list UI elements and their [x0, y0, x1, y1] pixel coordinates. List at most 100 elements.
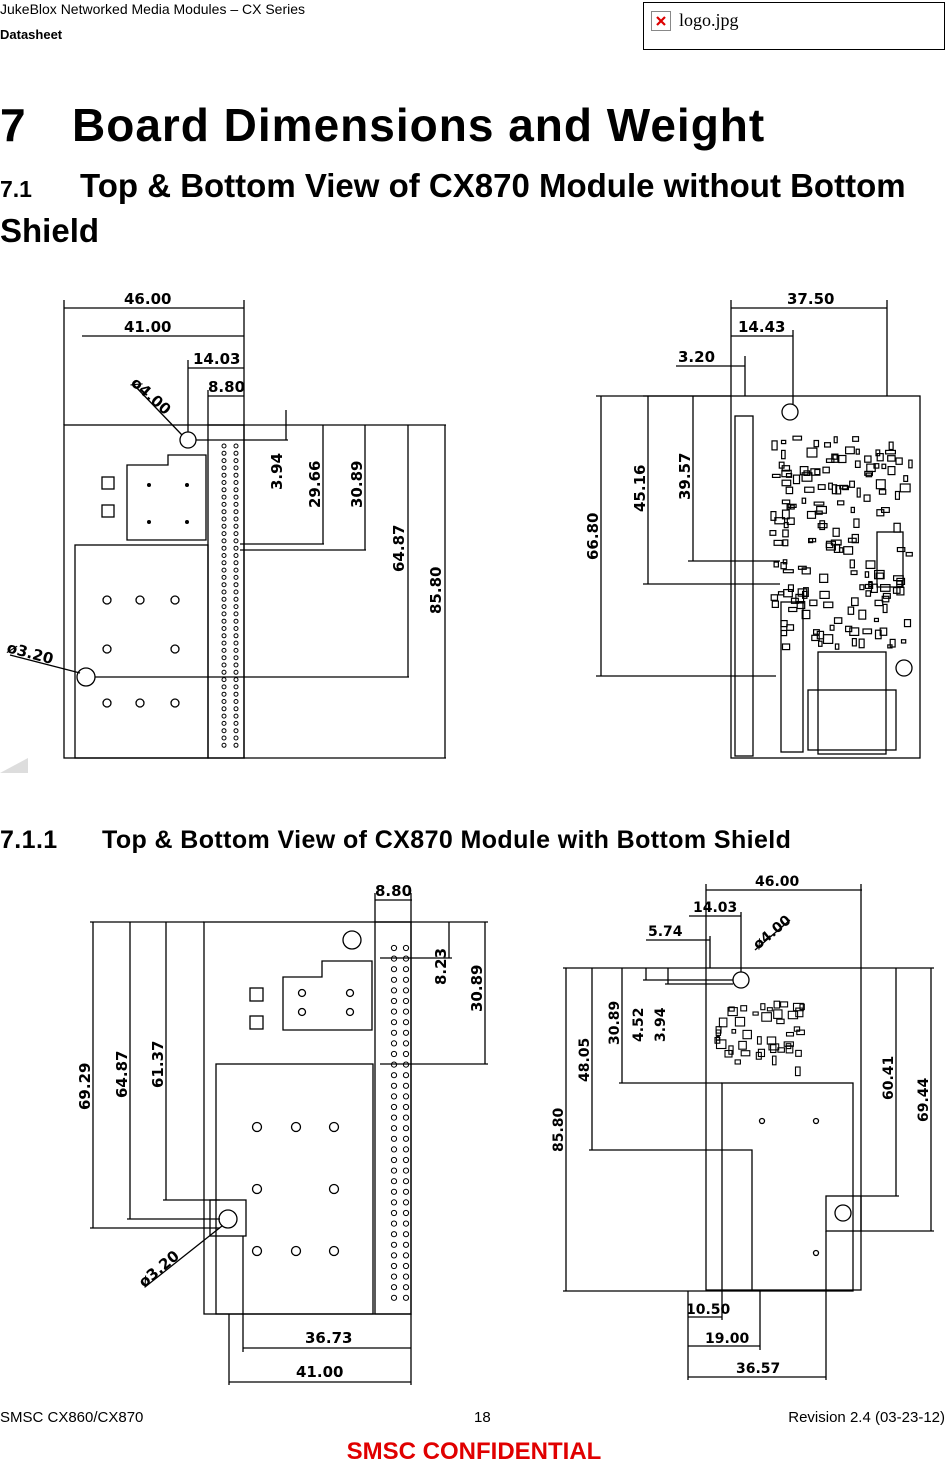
header-pin: [390, 1199, 398, 1206]
dim-30-89: 30.89: [348, 461, 366, 508]
header-pin: [233, 589, 239, 595]
logo-alt-text: logo.jpg: [679, 10, 739, 30]
smd-component: [903, 618, 912, 628]
smd-component: [771, 473, 781, 478]
smd-component: [859, 584, 865, 591]
header-pin: [402, 987, 410, 994]
dim2-69-29: 69.29: [76, 1063, 94, 1110]
header-pin: [221, 611, 227, 617]
header-pin: [233, 443, 239, 449]
smd-component: [742, 1029, 752, 1040]
smd-component: [777, 591, 785, 596]
header-pin: [233, 494, 239, 500]
dim2-8-80: 8.80: [375, 882, 412, 900]
smd-component: [810, 468, 821, 476]
header-pin: [402, 1294, 410, 1301]
smd-component: [802, 587, 809, 598]
smd-component: [782, 529, 789, 538]
smd-component: [823, 601, 834, 609]
smd-component: [780, 629, 788, 637]
header-pin: [221, 567, 227, 573]
dim2-8-23: 8.23: [432, 948, 450, 985]
header-pin: [233, 626, 239, 631]
smd-component: [816, 505, 828, 514]
dim2-48-05: 48.05: [577, 1038, 593, 1082]
smd-component: [782, 559, 788, 565]
smd-component: [790, 597, 799, 604]
header-pin: [402, 966, 410, 973]
smd-component: [876, 453, 884, 462]
dim2-dia-3-20: ø3.20: [135, 1247, 183, 1291]
header-pin: [390, 1220, 398, 1227]
subsection-number: 7.1: [0, 176, 32, 202]
header-pin: [233, 742, 239, 748]
smd-component: [799, 466, 809, 476]
header-pin: [221, 669, 227, 675]
header-pin: [390, 1188, 398, 1195]
smd-component: [752, 1011, 759, 1016]
smd-component: [874, 599, 884, 607]
header-pin: [402, 1072, 410, 1079]
smd-component: [819, 520, 826, 531]
smd-component: [881, 463, 887, 470]
header-pin: [221, 538, 227, 544]
header-pin: [233, 567, 239, 573]
header-pin: [390, 1209, 398, 1217]
header-pin: [221, 691, 227, 697]
dim-37-50: 37.50: [787, 290, 834, 308]
header-pin: [221, 706, 227, 712]
header-pin: [233, 662, 239, 668]
figure-with-shield: 8.80 8.23 30.89 69.29 64.87 61.37 ø3.20 …: [76, 874, 934, 1385]
smd-component: [896, 580, 903, 587]
header-pin: [221, 553, 227, 558]
smd-component: [903, 475, 909, 483]
smd-component: [771, 1055, 777, 1066]
smd-component: [813, 501, 825, 506]
smd-component: [783, 521, 789, 529]
dim-8-80: 8.80: [208, 378, 245, 396]
header-pin: [390, 1231, 398, 1238]
header-pin: [402, 976, 410, 983]
smd-component: [755, 1051, 762, 1060]
smd-component: [731, 1028, 737, 1034]
dim2-46-00: 46.00: [755, 874, 800, 890]
header-pin: [233, 480, 239, 485]
section-number: 7: [0, 99, 27, 151]
smd-component: [782, 539, 789, 547]
smd-component: [834, 643, 840, 650]
header-pin: [221, 494, 227, 500]
header-pin: [390, 1040, 398, 1047]
smd-component: [822, 634, 834, 645]
header-pin: [402, 1252, 410, 1259]
header-pin: [390, 1072, 398, 1079]
smd-component: [864, 455, 872, 463]
header-pin: [221, 633, 227, 639]
header-pin: [390, 1273, 398, 1280]
dim2-10-50: 10.50: [686, 1302, 731, 1318]
smd-component: [844, 446, 855, 455]
smd-component: [780, 449, 786, 460]
header-pin: [390, 1156, 398, 1164]
smd-component: [813, 439, 820, 448]
smd-component: [842, 485, 850, 491]
smd-component: [734, 1016, 746, 1027]
dim2-64-87: 64.87: [113, 1051, 131, 1098]
header-pin: [233, 677, 239, 683]
dim-66-80: 66.80: [584, 513, 602, 560]
smd-component: [715, 1039, 727, 1050]
dim2-4-52: 4.52: [631, 1007, 647, 1042]
header-pin: [233, 633, 239, 639]
header-pin: [390, 1093, 398, 1100]
smd-component: [873, 569, 885, 580]
dim-dia-4-00: ø4.00: [127, 374, 174, 419]
dim-64-87: 64.87: [390, 525, 408, 572]
header-pin: [390, 1061, 398, 1068]
smd-component: [899, 483, 911, 493]
smd-component: [835, 485, 842, 495]
header-pin: [233, 450, 239, 456]
smd-component: [819, 573, 829, 584]
smd-component: [862, 628, 873, 635]
header-pin: [221, 545, 227, 551]
smd-component: [892, 575, 904, 582]
smd-component: [879, 627, 888, 636]
